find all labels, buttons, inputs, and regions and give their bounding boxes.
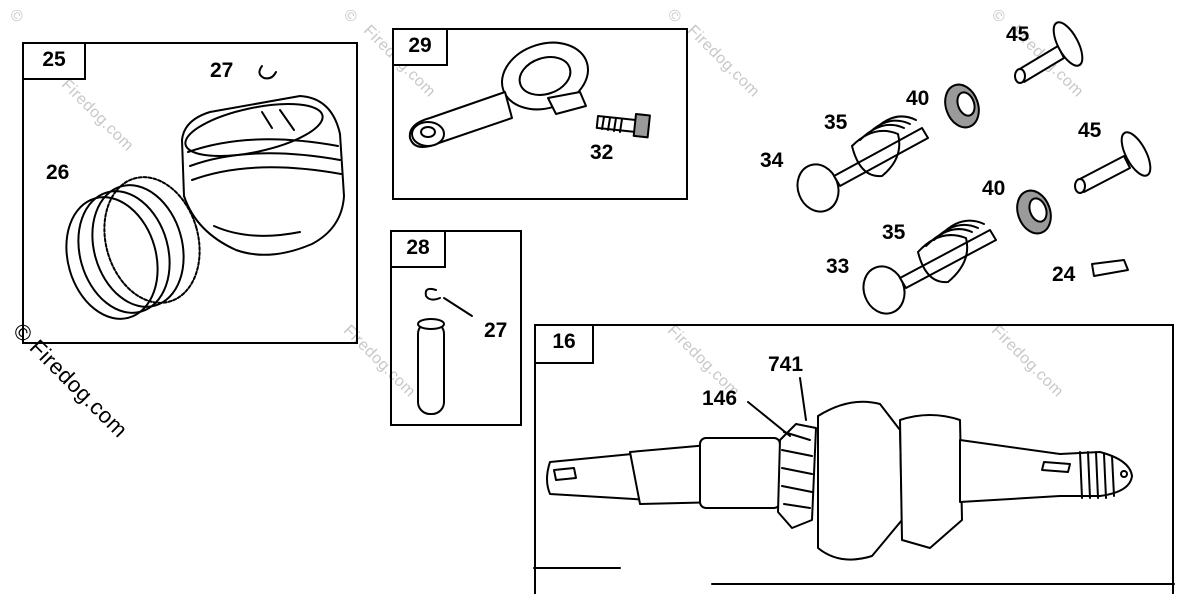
valve-key-icon xyxy=(1091,259,1129,277)
box-piston: 25 xyxy=(22,42,358,344)
connecting-rod-illustration xyxy=(408,41,589,148)
spring-retainer-icon xyxy=(944,83,1052,235)
callout-rod-bolt: 32 xyxy=(590,141,614,164)
leader-line xyxy=(799,377,807,421)
callout-key: 24 xyxy=(1052,263,1076,286)
callout-valve-a: 34 xyxy=(760,149,784,172)
crankshaft-illustration xyxy=(546,400,1133,561)
tappet-icon xyxy=(1014,21,1152,194)
piston-ring-set xyxy=(65,176,201,320)
callout-pin-retainer: 27 xyxy=(484,319,508,342)
box-label-crankshaft: 16 xyxy=(536,326,594,364)
callout-retainer-b: 40 xyxy=(982,177,1006,200)
callout-valve-b: 33 xyxy=(826,255,850,278)
callout-spring-a: 35 xyxy=(824,111,848,134)
piston-illustration xyxy=(181,95,345,256)
box-label-connecting-rod: 29 xyxy=(394,30,448,66)
box-piston-pin: 28 xyxy=(390,230,522,426)
pin-retainer-icon xyxy=(424,287,441,301)
callout-retainer: 27 xyxy=(210,59,234,82)
leader-line xyxy=(443,297,473,317)
exhaust-valve-illustration xyxy=(796,115,929,213)
intake-valve-illustration xyxy=(862,219,997,315)
callout-gear-key: 146 xyxy=(702,387,738,410)
piston-pin-illustration xyxy=(417,318,445,415)
box-crankshaft: 16 xyxy=(534,324,1174,594)
box-label-piston-pin: 28 xyxy=(392,232,446,268)
leader-line xyxy=(747,401,791,437)
callout-rings: 26 xyxy=(46,161,70,184)
callout-tappet-b: 45 xyxy=(1078,119,1102,142)
callout-gear: 741 xyxy=(768,353,804,376)
box-label-piston: 25 xyxy=(24,44,86,80)
callout-spring-b: 35 xyxy=(882,221,906,244)
rod-bolt-icon xyxy=(595,113,651,139)
retainer-clip-icon xyxy=(258,65,277,80)
callout-retainer-a: 40 xyxy=(906,87,930,110)
box-connecting-rod: 29 xyxy=(392,28,688,200)
callout-tappet-a: 45 xyxy=(1006,23,1030,46)
